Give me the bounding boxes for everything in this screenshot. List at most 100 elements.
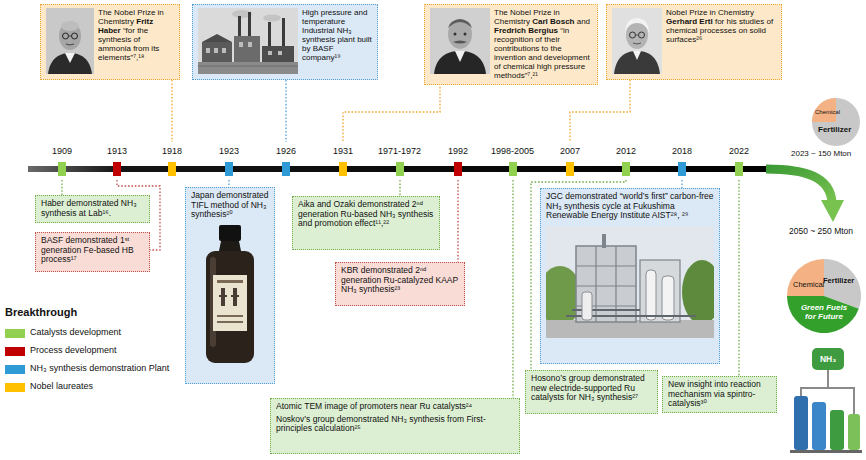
year-label: 1926 — [276, 146, 296, 156]
pie-label: Fertilizer — [823, 277, 854, 285]
legend-label: Nobel laureates — [30, 381, 93, 391]
year-marker — [282, 162, 290, 176]
text-block: Japan demonstrated TIFL method of NH₃ sy… — [191, 191, 269, 220]
process-box: KBR demonstrated 2ⁿᵈ generation Ru-catal… — [335, 262, 465, 306]
factory-illustration — [198, 8, 298, 74]
year-markers — [58, 162, 743, 176]
text-block: Aika and Ozaki demonstrated 2ⁿᵈ generati… — [298, 200, 434, 229]
box-text: Fredrich Bergius — [494, 26, 558, 35]
tank — [848, 414, 860, 450]
leader-lines — [62, 80, 739, 398]
catalyst-box: Atomic TEM image of promoters near Ru ca… — [270, 398, 520, 454]
legend-swatch — [5, 365, 25, 374]
box-text: JGC demonstrated “world’s first” carbon-… — [546, 192, 714, 221]
box-text: High pressure and temperature Industrial… — [302, 8, 372, 62]
year-label: 1931 — [333, 146, 353, 156]
box-text: and — [577, 17, 590, 26]
catalyst-box: New insight into reaction mechanism via … — [662, 376, 777, 413]
year-marker — [58, 162, 66, 176]
year-marker — [225, 162, 233, 176]
factory-photo — [198, 8, 298, 74]
plant-box: JGC demonstrated “world’s first” carbon-… — [540, 188, 720, 364]
legend-title: Breakthrough — [5, 306, 77, 319]
leader-line — [171, 80, 172, 142]
legend-label: Catalysts development — [30, 327, 121, 337]
year-marker — [566, 162, 574, 176]
legend-label: NH₃ synthesis demonstration Plant — [30, 363, 169, 373]
box-text: Nobel Prize in Chemistry — [666, 8, 754, 17]
year-label: 1913 — [107, 146, 127, 156]
box-text: BASF demonstrated 1ˢᵗ generation Fe-base… — [41, 236, 144, 265]
pie-chart: FertilizerChemicalGreen Fuels for Future — [786, 258, 862, 334]
year-label: 1992 — [448, 146, 468, 156]
year-marker — [735, 162, 743, 176]
year-label: 1918 — [162, 146, 182, 156]
plant-box: High pressure and temperature Industrial… — [192, 4, 378, 80]
growth-arrow — [766, 169, 844, 222]
leader-line — [399, 180, 400, 196]
pie-label: Chemical — [815, 109, 840, 116]
nobel-box: The Nobel Prize in Chemistry Carl Bosch … — [424, 4, 598, 85]
pie-label: Fertilizer — [818, 126, 851, 135]
leader-line — [61, 180, 62, 195]
tank — [830, 410, 844, 450]
catalyst-bottle — [206, 225, 254, 363]
year-label: 1998-2005 — [491, 146, 534, 156]
box-text: New insight into reaction mechanism via … — [668, 380, 771, 409]
plant-box: Japan demonstrated TIFL method of NH₃ sy… — [185, 187, 275, 384]
box-text: Gerhard Ertl — [666, 17, 713, 26]
year-label: 2012 — [616, 146, 636, 156]
year-marker — [454, 162, 462, 176]
nobel-box: The Nobel Prize in Chemistry Fritz Haber… — [40, 4, 180, 80]
year-marker — [678, 162, 686, 176]
catalyst-box: Haber demonstrated NH₃ synthesis at Lab¹… — [35, 195, 150, 223]
pipe — [801, 370, 854, 414]
box-text: Haber demonstrated NH₃ synthesis at Lab¹… — [41, 199, 144, 218]
year-label: 2007 — [560, 146, 580, 156]
leader-line — [738, 180, 739, 376]
catalyst-box: Aika and Ozaki demonstrated 2ⁿᵈ generati… — [292, 196, 440, 250]
text-block: BASF demonstrated 1ˢᵗ generation Fe-base… — [41, 236, 144, 265]
portrait-ertl — [612, 8, 662, 74]
year-marker — [339, 162, 347, 176]
leader-line — [457, 180, 458, 262]
text-block: Atomic TEM image of promoters near Ru ca… — [276, 402, 514, 434]
pie-chart: ChemicalFertilizer — [810, 96, 862, 148]
process-box: BASF demonstrated 1ˢᵗ generation Fe-base… — [35, 232, 150, 272]
box-text: Aika and Ozaki demonstrated 2ⁿᵈ generati… — [298, 200, 434, 229]
year-marker — [509, 162, 517, 176]
legend-label: Process development — [30, 345, 117, 355]
pie-2050 — [787, 259, 861, 333]
nh3-icon: NH₃ — [812, 348, 844, 370]
year-label: 2022 — [729, 146, 749, 156]
plant-illustration — [546, 226, 714, 338]
year-label: 1909 — [52, 146, 72, 156]
leader-line — [343, 80, 440, 142]
year-label: 1923 — [219, 146, 239, 156]
growth-arrow-shaft — [766, 169, 832, 202]
pie-label: Chemical — [793, 281, 824, 289]
pie-chart — [810, 96, 862, 148]
year-marker — [168, 162, 176, 176]
pie-2023 — [812, 98, 860, 146]
portrait-photo — [46, 8, 94, 74]
portrait-bosch — [430, 8, 490, 74]
catalyst-box: Hosono’s group demonstrated new electrid… — [525, 370, 658, 414]
leader-line — [285, 80, 286, 142]
portrait-photo — [612, 8, 662, 74]
box-text: Noskov’s group demonstrated NH₃ synthesi… — [276, 415, 514, 434]
leader-line — [681, 180, 682, 188]
portrait-haber — [46, 8, 94, 74]
year-marker — [622, 162, 630, 176]
year-label: 1971-1972 — [378, 146, 421, 156]
text-block: The Nobel Prize in Chemistry Carl Bosch … — [494, 8, 592, 80]
text-block: The Nobel Prize in Chemistry Fritz Haber… — [98, 8, 174, 62]
icon-label: NH₃ — [820, 354, 836, 364]
box-text: Japan demonstrated TIFL method of NH₃ sy… — [191, 191, 269, 220]
text-block: Nobel Prize in Chemistry Gerhard Ertl fo… — [666, 8, 776, 44]
portrait-photo — [430, 8, 490, 74]
year-marker — [113, 162, 121, 176]
text-block: New insight into reaction mechanism via … — [668, 380, 771, 409]
plant-photo — [546, 226, 714, 338]
text-block: Hosono’s group demonstrated new electrid… — [531, 374, 652, 403]
